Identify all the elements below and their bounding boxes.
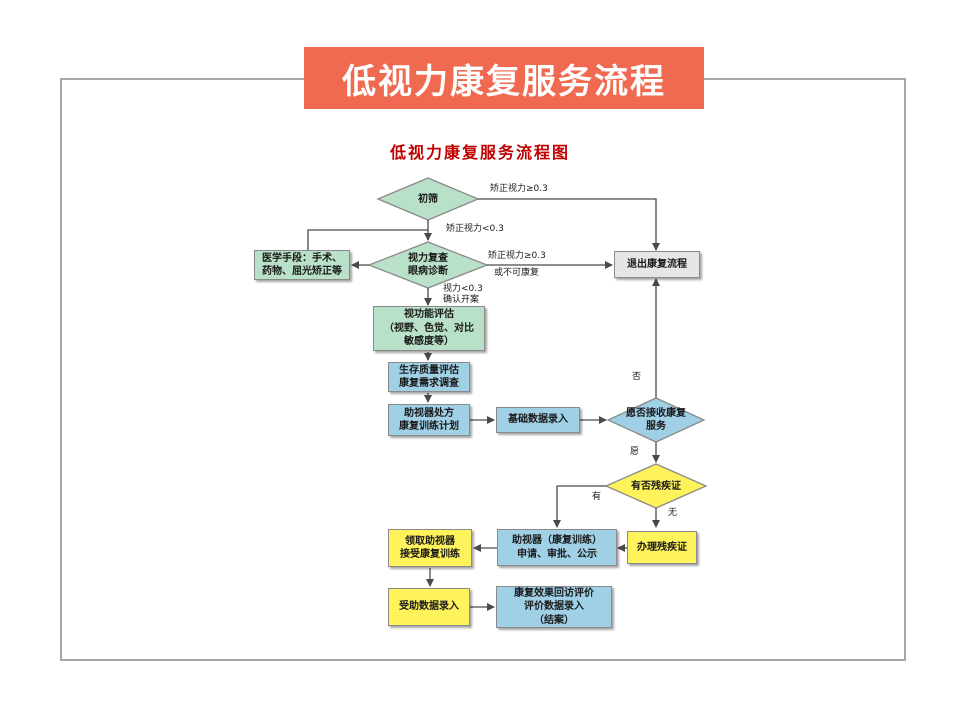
- label-vision-lt: 视力<0.3 确认开案: [443, 284, 483, 306]
- page-title-banner: 低视力康复服务流程: [304, 47, 704, 109]
- node-exit-process: 退出康复流程: [614, 251, 700, 278]
- node-disability-check: 有否残疾证: [631, 480, 681, 492]
- node-basic-data-entry: 基础数据录入: [496, 407, 580, 433]
- node-accept-service: 愿否接收康复 服务: [626, 408, 686, 432]
- label-corrected-ge-2: 矫正视力≥0.3: [488, 251, 546, 261]
- node-medical-means: 医学手段：手术、 药物、屈光矫正等: [254, 250, 350, 280]
- label-willing: 愿: [630, 447, 640, 457]
- label-no: 否: [632, 372, 642, 382]
- node-screening: 初筛: [418, 193, 438, 205]
- edge-disability-device: [553, 485, 606, 528]
- node-receive-device: 领取助视器 接受康复训练: [388, 529, 472, 567]
- node-quality-eval: 生存质量评估 康复需求调查: [388, 362, 470, 392]
- node-apply-disability-cert: 办理残疾证: [627, 531, 697, 564]
- node-recheck: 视力复查 眼病诊断: [408, 253, 448, 277]
- node-aid-data-entry: 受助数据录入: [388, 588, 470, 626]
- flowchart-title: 低视力康复服务流程图: [389, 143, 570, 162]
- label-corrected-ge-1: 矫正视力≥0.3: [490, 184, 548, 194]
- label-or-not-rehab: 或不可康复: [494, 268, 540, 278]
- label-corrected-lt: 矫正视力<0.3: [446, 224, 504, 234]
- edge-medical-loop: [307, 229, 428, 250]
- node-function-eval: 视功能评估 （视野、色觉、对比 敏感度等）: [373, 306, 485, 351]
- node-followup-evaluation: 康复效果回访评价 评价数据录入 （结案）: [496, 586, 612, 628]
- edge-screening-exit: [478, 198, 660, 251]
- node-device-application: 助视器（康复训练） 申请、审批、公示: [497, 529, 617, 566]
- label-none: 无: [668, 508, 678, 518]
- label-has: 有: [592, 492, 602, 502]
- node-prescription: 助视器处方 康复训练计划: [388, 404, 470, 436]
